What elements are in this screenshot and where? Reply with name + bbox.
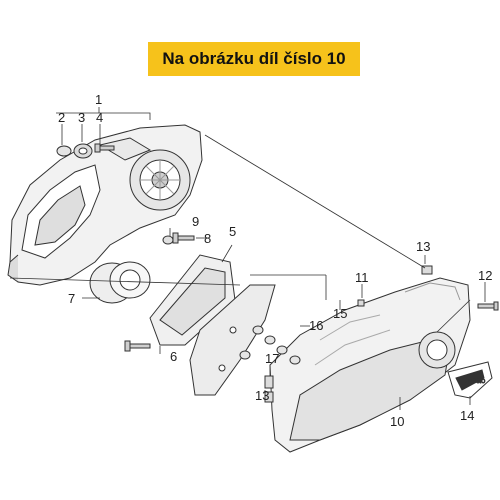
bracket-part-15: [189, 284, 276, 396]
callout-5: 5: [229, 224, 236, 239]
clip-part-9: [162, 235, 174, 245]
callout-10: 10: [390, 414, 404, 429]
callout-14: 14: [460, 408, 474, 423]
callout-13-bottom: 13: [255, 388, 269, 403]
callout-7: 7: [68, 291, 75, 306]
callout-8: 8: [204, 231, 211, 246]
callout-labels: 1 2 3 4 5 6 7 8 9 10 11 12 13 13 14 15 1…: [58, 92, 492, 429]
nut-part-11: [357, 299, 365, 307]
bolt-part-12: [477, 301, 499, 311]
callout-6: 6: [170, 349, 177, 364]
stud-part-13-top: [421, 265, 433, 275]
callout-15: 15: [333, 306, 347, 321]
outer-cover-part-10: [269, 277, 471, 453]
callout-3: 3: [78, 110, 85, 125]
stud-part-13-bottom: [264, 391, 274, 403]
callout-9: 9: [192, 214, 199, 229]
bolt-part-8: [172, 232, 195, 244]
callout-16: 16: [309, 318, 323, 333]
washers-part-16: [239, 325, 301, 365]
badge-text: PIAGGIO: [464, 379, 485, 385]
callout-17: 17: [265, 351, 279, 366]
callout-12: 12: [478, 268, 492, 283]
banner-text: Na obrázku díl číslo 10: [162, 49, 346, 68]
bolt-part-4: [94, 143, 115, 153]
callout-13-top: 13: [416, 239, 430, 254]
callout-1: 1: [95, 92, 102, 107]
seal-part-2: [56, 145, 72, 157]
badge-part-14: PIAGGIO: [447, 361, 493, 399]
bearing-part-3: [73, 143, 93, 159]
leader-lines: [9, 107, 486, 410]
bolt-part-6: [124, 340, 151, 352]
stud-part-17: [264, 375, 274, 389]
callout-4: 4: [96, 110, 103, 125]
filter-element-part-7: [89, 261, 151, 304]
part-number-banner: Na obrázku díl číslo 10: [148, 42, 360, 76]
callout-11: 11: [355, 270, 369, 285]
callout-2: 2: [58, 110, 65, 125]
inner-cover-part-1: [7, 124, 203, 286]
